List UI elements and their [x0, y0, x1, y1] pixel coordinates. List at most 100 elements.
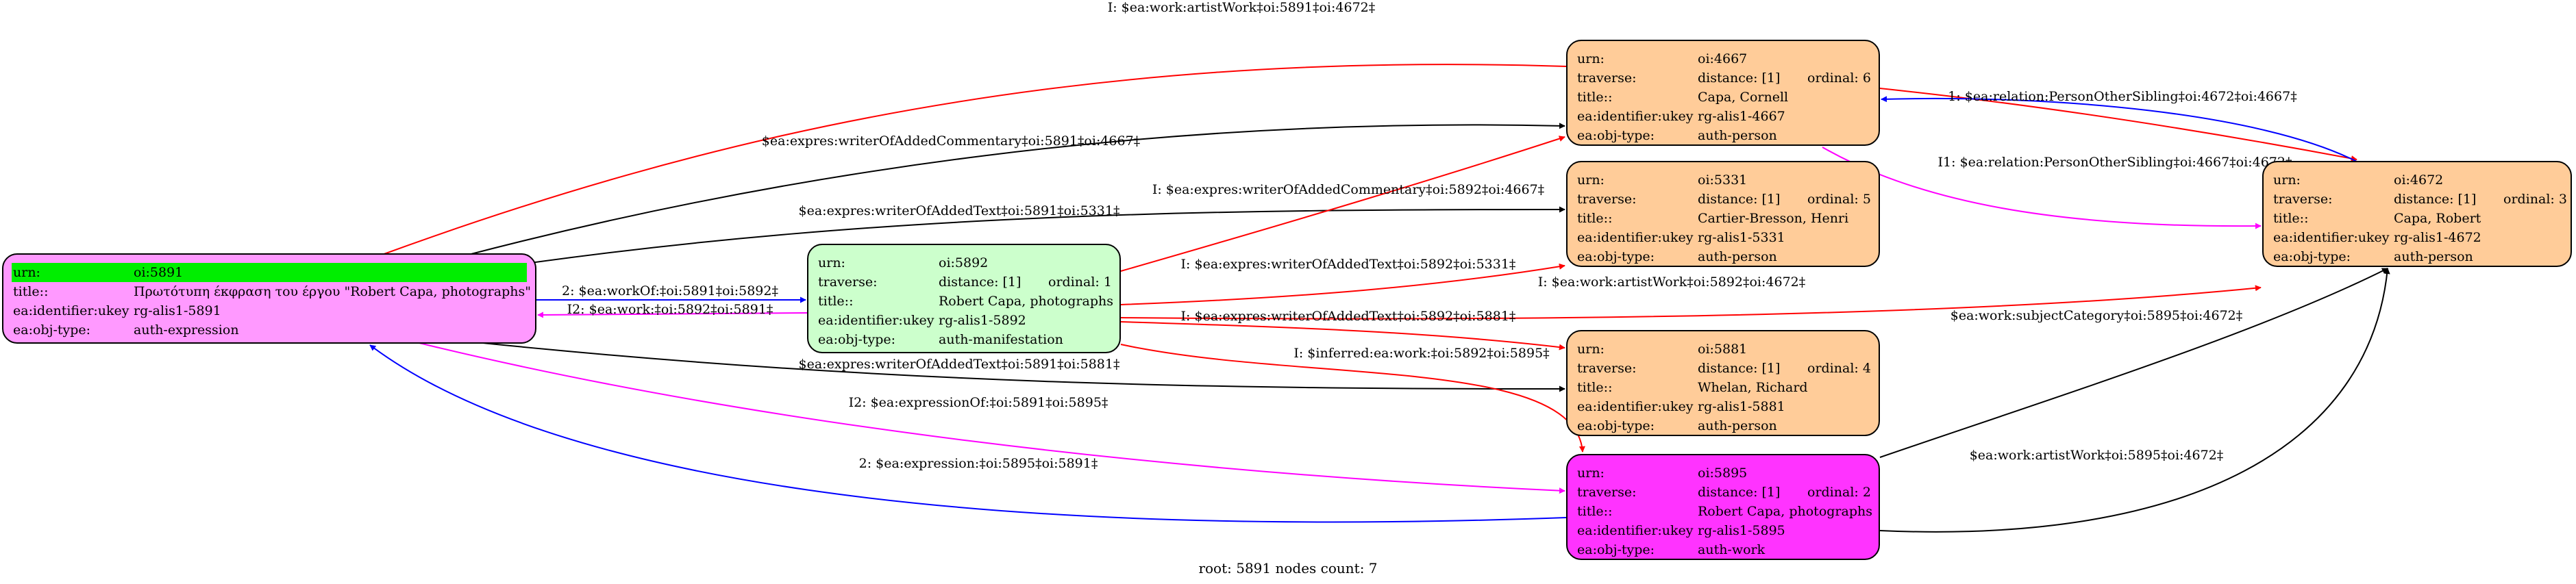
- traverse-key: traverse:: [1577, 192, 1637, 207]
- node-4672-title-row: title:: Capa, Robert: [2264, 209, 2571, 228]
- node-5892-traverse-row: traverse: distance: [1] ordinal: 1: [808, 272, 1119, 292]
- obj-type-key: ea:obj-type:: [1577, 418, 1655, 433]
- title-key: title::: [13, 284, 49, 299]
- identifier-value: rg-alis1-4667: [1698, 109, 1785, 124]
- edge-label-14: I1: $ea:relation:PersonOtherSibling‡oi:4…: [1938, 155, 2292, 170]
- edge-label-10: I: $ea:work:artistWork‡oi:5892‡oi:4672‡: [1538, 275, 1806, 290]
- title-value: Πρωτότυπη έκφραση του έργου "Robert Capa…: [134, 284, 531, 299]
- node-oi-5881[interactable]: urn: oi:5881 traverse: distance: [1] ord…: [1566, 330, 1880, 436]
- edge-label-12: I: $inferred:ea:work:‡oi:5892‡oi:5895‡: [1293, 346, 1549, 361]
- urn-value: oi:4667: [1698, 51, 1748, 66]
- traverse-key: traverse:: [1577, 71, 1637, 86]
- node-5892-urn-row: urn: oi:5892: [808, 253, 1119, 272]
- obj-type-value: auth-person: [1698, 418, 1777, 433]
- edge-11: [1120, 321, 1565, 351]
- obj-type-key: ea:obj-type:: [2273, 249, 2351, 264]
- node-5331-title-row: title:: Cartier-Bresson, Henri: [1568, 209, 1879, 228]
- node-5895-urn-row: urn: oi:5895: [1568, 464, 1879, 483]
- identifier-value: rg-alis1-4672: [2394, 230, 2481, 245]
- urn-key: urn:: [1577, 173, 1605, 188]
- node-4672-urn-row: urn: oi:4672: [2264, 170, 2571, 190]
- edge-0: [380, 64, 2357, 256]
- node-4667-traverse-row: traverse: distance: [1] ordinal: 6: [1568, 68, 1879, 88]
- node-oi-5891[interactable]: urn: oi:5891 title:: Πρωτότυπη έκφραση τ…: [2, 253, 536, 344]
- identifier-key: ea:identifier:ukey: [1577, 109, 1694, 124]
- identifier-key: ea:identifier:ukey: [13, 303, 129, 318]
- node-4667-urn-row: urn: oi:4667: [1568, 49, 1879, 68]
- node-4667-title-row: title:: Capa, Cornell: [1568, 88, 1879, 107]
- traverse-key: traverse:: [818, 275, 878, 290]
- edge-label-9: I: $ea:expres:writerOfAddedText‡oi:5892‡…: [1181, 257, 1516, 272]
- node-5892-ident-row: ea:identifier:ukey rg-alis1-5892: [808, 311, 1119, 330]
- node-5895-title-row: title:: Robert Capa, photographs: [1568, 502, 1879, 521]
- urn-value: oi:5895: [1698, 466, 1748, 481]
- node-5331-traverse-row: traverse: distance: [1] ordinal: 5: [1568, 190, 1879, 209]
- traverse-ordinal: ordinal: 3: [2503, 192, 2567, 207]
- title-key: title::: [818, 294, 854, 309]
- traverse-ordinal: ordinal: 4: [1807, 361, 1871, 376]
- title-key: title::: [1577, 504, 1613, 519]
- node-4672-traverse-row: traverse: distance: [1] ordinal: 3: [2264, 190, 2571, 209]
- edge-12: [1120, 344, 1585, 453]
- edge-7: [369, 344, 1567, 523]
- title-value: Capa, Robert: [2394, 211, 2481, 226]
- edge-label-15: $ea:work:subjectCategory‡oi:5895‡oi:4672…: [1950, 308, 2243, 323]
- edge-label-5: $ea:expres:writerOfAddedText‡oi:5891‡oi:…: [799, 357, 1120, 372]
- obj-type-value: auth-work: [1698, 542, 1766, 557]
- node-5881-title-row: title:: Whelan, Richard: [1568, 378, 1879, 397]
- urn-key: urn:: [818, 255, 845, 270]
- node-oi-5895[interactable]: urn: oi:5895 traverse: distance: [1] ord…: [1566, 454, 1880, 560]
- obj-type-value: auth-manifestation: [939, 332, 1063, 347]
- edge-label-2: $ea:expres:writerOfAddedText‡oi:5891‡oi:…: [799, 203, 1120, 218]
- edge-label-16: $ea:work:artistWork‡oi:5895‡oi:4672‡: [1970, 448, 2224, 463]
- graph-footer: root: 5891 nodes count: 7: [1198, 560, 1378, 576]
- node-5891-urn-row: urn: oi:5891: [3, 263, 535, 282]
- traverse-distance: distance: [1]: [1698, 361, 1781, 376]
- identifier-key: ea:identifier:ukey: [1577, 399, 1694, 414]
- edge-6: [419, 342, 1565, 494]
- node-5331-urn-row: urn: oi:5331: [1568, 170, 1879, 190]
- node-5895-traverse-row: traverse: distance: [1] ordinal: 2: [1568, 483, 1879, 502]
- urn-key: urn:: [1577, 51, 1605, 66]
- edge-9: [1120, 263, 1565, 305]
- obj-type-value: auth-person: [1698, 249, 1777, 264]
- obj-type-key: ea:obj-type:: [1577, 128, 1655, 143]
- edge-label-4: I2: $ea:work:‡oi:5892‡oi:5891‡: [567, 302, 773, 317]
- edge-label-1: $ea:expres:writerOfAddedCommentary‡oi:58…: [762, 134, 1140, 149]
- obj-type-key: ea:obj-type:: [1577, 542, 1655, 557]
- node-5891-title-row: title:: Πρωτότυπη έκφραση του έργου "Rob…: [3, 282, 535, 301]
- obj-type-key: ea:obj-type:: [1577, 249, 1655, 264]
- title-key: title::: [1577, 90, 1613, 105]
- node-5331-type-row: ea:obj-type: auth-person: [1568, 247, 1879, 266]
- traverse-ordinal: ordinal: 1: [1048, 275, 1112, 290]
- traverse-ordinal: ordinal: 5: [1807, 192, 1871, 207]
- node-4667-ident-row: ea:identifier:ukey rg-alis1-4667: [1568, 107, 1879, 126]
- urn-value: oi:5881: [1698, 342, 1748, 357]
- edge-4: [537, 312, 808, 318]
- traverse-key: traverse:: [1577, 485, 1637, 500]
- node-5881-urn-row: urn: oi:5881: [1568, 340, 1879, 359]
- node-5895-ident-row: ea:identifier:ukey rg-alis1-5895: [1568, 521, 1879, 540]
- title-key: title::: [1577, 211, 1613, 226]
- node-5881-type-row: ea:obj-type: auth-person: [1568, 416, 1879, 435]
- traverse-key: traverse:: [2273, 192, 2333, 207]
- node-oi-5331[interactable]: urn: oi:5331 traverse: distance: [1] ord…: [1566, 161, 1880, 267]
- traverse-distance: distance: [1]: [1698, 192, 1781, 207]
- traverse-distance: distance: [1]: [1698, 71, 1781, 86]
- node-oi-4672[interactable]: urn: oi:4672 traverse: distance: [1] ord…: [2262, 161, 2572, 267]
- root-highlight: [12, 263, 527, 282]
- node-oi-4667[interactable]: urn: oi:4667 traverse: distance: [1] ord…: [1566, 40, 1880, 146]
- urn-key: urn:: [1577, 466, 1605, 481]
- node-4672-type-row: ea:obj-type: auth-person: [2264, 247, 2571, 266]
- title-value: Whelan, Richard: [1698, 380, 1808, 395]
- obj-type-key: ea:obj-type:: [13, 322, 91, 338]
- identifier-value: rg-alis1-5881: [1698, 399, 1785, 414]
- edge-15: [1879, 268, 2388, 458]
- urn-value: oi:5891: [134, 265, 184, 280]
- node-5892-type-row: ea:obj-type: auth-manifestation: [808, 330, 1119, 349]
- edge-label-6: I2: $ea:expressionOf:‡oi:5891‡oi:5895‡: [849, 395, 1109, 410]
- edge-13: [1881, 96, 2357, 162]
- node-oi-5892[interactable]: urn: oi:5892 traverse: distance: [1] ord…: [807, 244, 1121, 353]
- edge-5: [482, 342, 1565, 392]
